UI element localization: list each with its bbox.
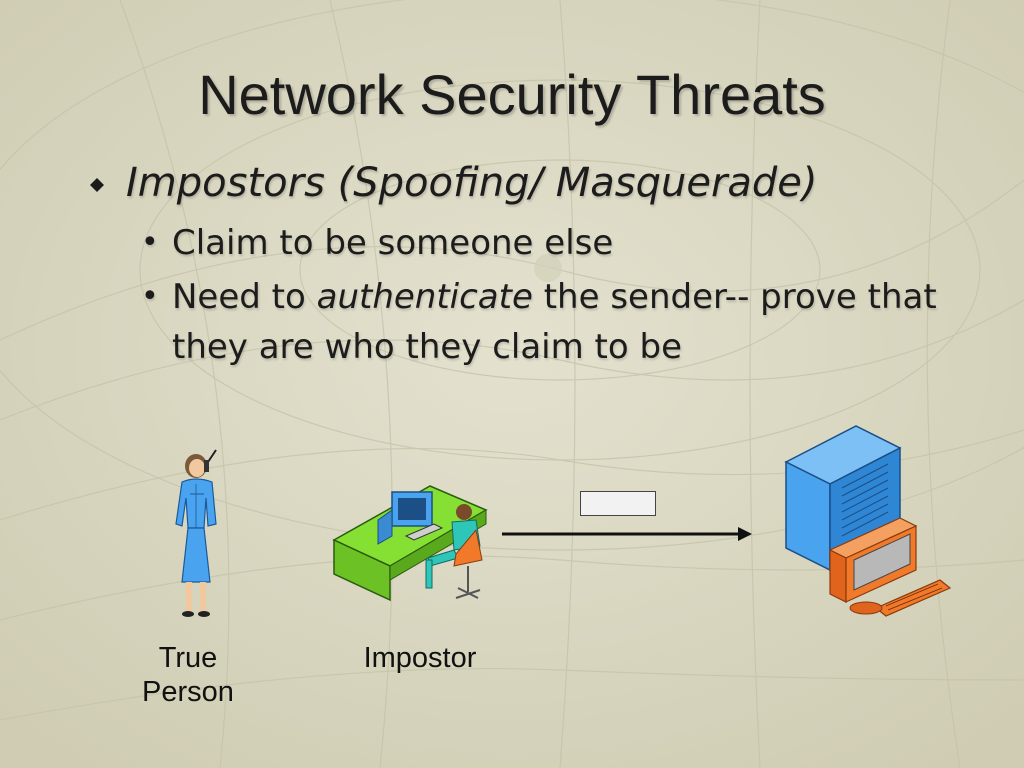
sub-bullet-2-before: Need to: [172, 277, 317, 317]
slide-title: Network Security Threats: [198, 63, 826, 126]
sub-bullet-1: • Claim to be someone else: [141, 218, 613, 268]
computer-desk-icon: [332, 485, 488, 602]
sub-bullet-2-text: Need to authenticate the sender-- prove …: [172, 272, 941, 372]
true-person-caption-line2: Person: [142, 676, 234, 708]
diamond-bullet-icon: [90, 178, 104, 192]
sub-bullet-2: • Need to authenticate the sender-- prov…: [141, 272, 941, 372]
woman-phone-icon: [175, 449, 217, 617]
main-bullet: Impostors (Spoofing/ Masquerade): [90, 160, 818, 206]
bullet-dot: •: [141, 225, 159, 260]
sub-bullet-2-after: the sender-- prove that they are who the…: [172, 277, 937, 367]
true-person-caption-line1: True: [158, 642, 218, 674]
true-person-caption: True Person: [118, 641, 258, 709]
bullet-dot: •: [141, 279, 159, 314]
impostor-caption: Impostor: [363, 642, 477, 674]
arrow-icon: [502, 527, 752, 541]
sub-bullet-2-emphasis: authenticate: [316, 277, 533, 317]
server-computer-icon: [784, 425, 952, 617]
main-bullet-text: Impostors (Spoofing/ Masquerade): [126, 160, 818, 206]
sub-bullet-1-text: Claim to be someone else: [172, 223, 614, 263]
message-box-icon: [580, 491, 656, 516]
